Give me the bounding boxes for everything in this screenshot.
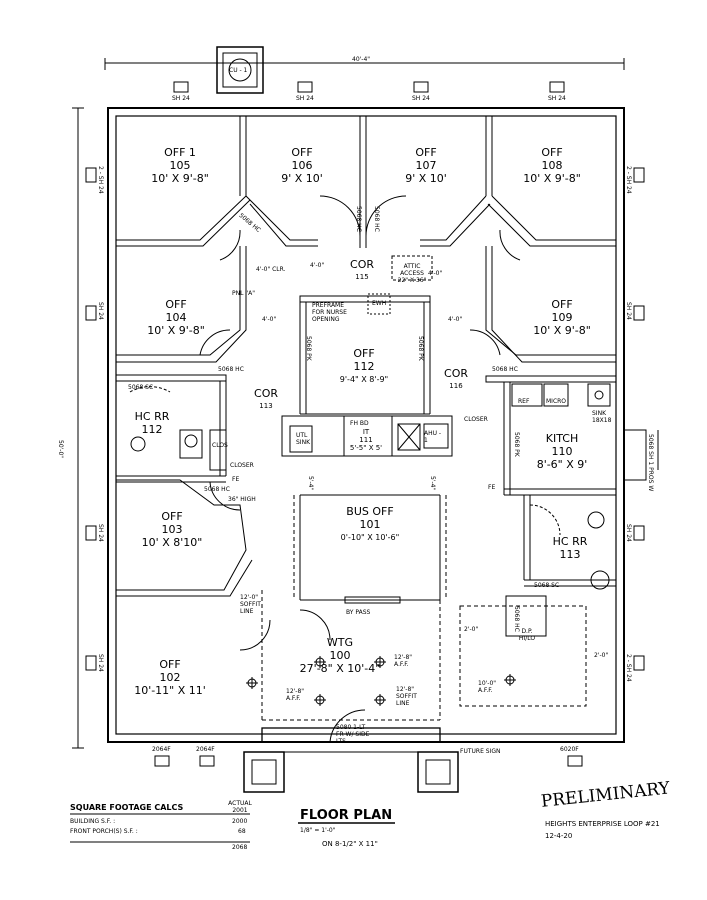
sheet-note: ON 8-1/2" X 11": [322, 840, 378, 848]
width-dimension: 40'-4": [352, 56, 371, 63]
window-label: SH 24: [625, 524, 632, 542]
bypass-label: BY PASS: [346, 609, 371, 616]
panel-label: PNL "A": [232, 290, 255, 297]
clearance-note: 4'-0" CLR.: [256, 266, 286, 273]
sqft-row-value: 68: [238, 828, 246, 835]
floor-plan-title: FLOOR PLAN: [300, 808, 393, 823]
soffit-note: 12'-0" SOFFIT LINE: [240, 594, 261, 615]
door-label: 5068 PK: [417, 336, 424, 361]
fe-label: FE: [488, 484, 496, 491]
window-label: SH 24: [97, 302, 104, 320]
dp-label: D.P. HI/LO: [518, 628, 536, 642]
ahu-label: AHU - 1: [424, 430, 442, 444]
window-label: SH 24: [548, 95, 566, 102]
porch-door-label: 5068 SH 1 PROS W: [647, 434, 654, 492]
sqft-title: SQUARE FOOTAGE CALCS: [70, 803, 184, 812]
window-label: 2064F: [196, 746, 215, 753]
project-name: HEIGHTS ENTERPRISE LOOP #21: [545, 820, 660, 828]
door-label: 5068 HC: [204, 486, 230, 493]
dim-label: 2'-0": [464, 626, 479, 633]
utility-sink-label: UTL SINK: [296, 432, 311, 446]
window-label: 2 - SH 24: [625, 654, 632, 682]
dim-label: 4'-0": [428, 270, 443, 277]
sink-label: SINK 18X18: [592, 410, 612, 424]
cu-label: CU - 1: [229, 67, 248, 74]
door-label: 5068 HC: [492, 366, 518, 373]
aff-note: 10'-0" A.F.F.: [478, 680, 497, 694]
window-label: 6020F: [560, 746, 579, 753]
door-label: 5068 HC: [373, 206, 380, 232]
window-label: 2 - SH 24: [97, 166, 104, 194]
sqft-row-label: BUILDING S.F. :: [70, 818, 116, 825]
window-label: SH 24: [296, 95, 314, 102]
window-label: SH 24: [97, 524, 104, 542]
closet-label: CLOS: [212, 442, 228, 449]
attic-note: ATTIC ACCESS 22" X 36": [397, 263, 427, 284]
dim-label: 2'-0": [594, 652, 609, 659]
height-note: 36" HIGH: [228, 496, 256, 503]
door-label: 5068 PK: [513, 432, 520, 457]
window-label: SH 24: [172, 95, 190, 102]
dim-label: 5'-4": [429, 476, 436, 491]
ewh-label: EWH: [372, 300, 387, 307]
door-label: 5068 HC: [355, 206, 362, 232]
aff-note: 12'-8" A.F.F.: [394, 654, 413, 668]
door-label: 5068 PK: [305, 336, 312, 361]
fe-label: FE: [232, 476, 240, 483]
micro-label: MICRO: [546, 398, 567, 405]
sqft-actual: ACTUAL 2001: [228, 800, 252, 814]
window-label: 2064F: [152, 746, 171, 753]
aff-note: 12'-8" A.F.F.: [286, 688, 305, 702]
soffit-note: 12'-8" SOFFIT LINE: [396, 686, 417, 707]
closer-label: CLOSER: [230, 462, 254, 469]
future-sign-label: FUTURE SIGN: [460, 748, 501, 755]
door-label: 5068 SC: [128, 384, 154, 391]
sqft-row-value: 2000: [232, 818, 248, 825]
sqft-row-label: FRONT PORCH(S) S.F. :: [70, 828, 138, 835]
door-label: 5068 HC: [218, 366, 244, 373]
dim-label: 4'-0": [448, 316, 463, 323]
window-label: 2 - SH 24: [625, 166, 632, 194]
window-label: SH 24: [97, 654, 104, 672]
depth-dimension: 50'-0": [57, 440, 64, 459]
project-date: 12-4-20: [545, 832, 573, 840]
closer-label: CLOSER: [464, 416, 488, 423]
door-label: 5068 SC: [534, 582, 560, 589]
fh-bd-label: FH BD: [350, 420, 369, 427]
window-label: SH 24: [625, 302, 632, 320]
dim-label: 5'-4": [307, 476, 314, 491]
ref-label: REF: [518, 398, 530, 405]
sqft-total: 2068: [232, 844, 248, 851]
scale-note: 1/8" = 1'-0": [300, 827, 336, 834]
dim-label: 4'-0": [310, 262, 325, 269]
front-door-label: 5080 1-LT FR W/ SIDE LTS: [336, 724, 370, 745]
window-label: SH 24: [412, 95, 430, 102]
preframe-note: PREFRAME FOR NURSE OPENING: [312, 302, 347, 323]
dim-label: 4'-0": [262, 316, 277, 323]
